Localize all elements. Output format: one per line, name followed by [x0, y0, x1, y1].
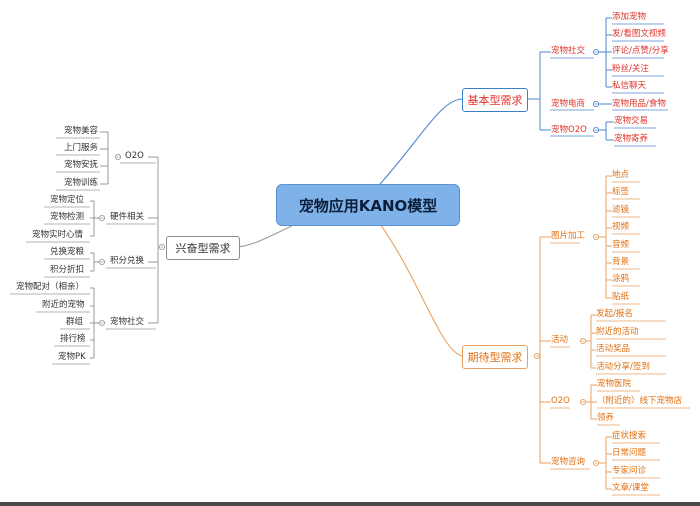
group-pet-ecommerce[interactable]: 宠物电商 — [551, 99, 586, 109]
group-pet-consult[interactable]: 宠物咨询 — [551, 457, 586, 467]
leaf-item[interactable]: 群组 — [66, 317, 84, 327]
leaf-item[interactable]: 文章/课堂 — [612, 483, 649, 493]
group-points-redeem[interactable]: 积分兑换 — [110, 256, 145, 266]
branch-exciting-needs[interactable]: 兴奋型需求 — [166, 236, 240, 260]
group-o2o-exciting[interactable]: O2O — [125, 151, 144, 161]
leaf-item[interactable]: 涂鸦 — [612, 274, 630, 284]
leaf-item[interactable]: 日常问题 — [612, 448, 647, 458]
leaf-item[interactable]: 粉丝/关注 — [612, 64, 649, 74]
leaf-item[interactable]: 宠物用品/食物 — [612, 99, 666, 109]
leaf-item[interactable]: 发/看图文视频 — [612, 29, 666, 39]
leaf-item[interactable]: 宠物美容 — [64, 126, 99, 136]
group-pet-social[interactable]: 宠物社交 — [551, 46, 586, 56]
leaf-item[interactable]: 宠物训练 — [64, 178, 99, 188]
group-pet-o2o[interactable]: 宠物O2O — [551, 125, 587, 135]
leaf-item[interactable]: 滤镜 — [612, 205, 630, 215]
root-topic[interactable]: 宠物应用KANO模型 — [276, 184, 460, 226]
leaf-item[interactable]: 活动奖品 — [596, 344, 631, 354]
group-pet-social-exciting[interactable]: 宠物社交 — [110, 317, 145, 327]
leaf-item[interactable]: 宠物实时心情 — [32, 230, 84, 240]
leaf-item[interactable]: 专家问诊 — [612, 466, 647, 476]
leaf-item[interactable]: 活动分享/签到 — [596, 362, 650, 372]
leaf-item[interactable]: 添加宠物 — [612, 12, 647, 22]
leaf-item[interactable]: 贴纸 — [612, 292, 630, 302]
leaf-item[interactable]: 宠物定位 — [50, 195, 85, 205]
group-hardware[interactable]: 硬件相关 — [110, 212, 145, 222]
leaf-item[interactable]: 宠物PK — [58, 352, 86, 362]
leaf-item[interactable]: 宠物寄养 — [614, 134, 649, 144]
branch-basic-needs[interactable]: 基本型需求 — [462, 88, 528, 112]
leaf-item[interactable]: 宠物安抚 — [64, 160, 99, 170]
leaf-item[interactable]: 兑换宠粮 — [50, 247, 85, 257]
leaf-item[interactable]: 附近的活动 — [596, 327, 639, 337]
leaf-item[interactable]: 宠物检测 — [50, 212, 85, 222]
leaf-item[interactable]: 领养 — [597, 413, 615, 423]
leaf-item[interactable]: 症状搜索 — [612, 431, 647, 441]
leaf-item[interactable]: 积分折扣 — [50, 265, 85, 275]
group-image-edit[interactable]: 图片加工 — [551, 231, 586, 241]
leaf-item[interactable]: 附近的宠物 — [42, 300, 85, 310]
leaf-item[interactable]: 宠物交易 — [614, 116, 649, 126]
leaf-item[interactable]: 发起/报名 — [596, 309, 633, 319]
leaf-item[interactable]: 视频 — [612, 222, 630, 232]
branch-expected-needs[interactable]: 期待型需求 — [462, 345, 528, 369]
group-o2o-expected[interactable]: O2O — [551, 396, 570, 406]
leaf-item[interactable]: 宠物医院 — [597, 379, 632, 389]
leaf-item[interactable]: 排行榜 — [60, 334, 86, 344]
window-bottom-bar — [0, 502, 700, 506]
leaf-item[interactable]: 私信聊天 — [612, 81, 647, 91]
leaf-item[interactable]: （附近的）线下宠物店 — [597, 396, 683, 406]
leaf-item[interactable]: 地点 — [612, 170, 630, 180]
leaf-item[interactable]: 背景 — [612, 257, 630, 267]
leaf-item[interactable]: 标签 — [612, 187, 630, 197]
leaf-item[interactable]: 上门服务 — [64, 143, 99, 153]
leaf-item[interactable]: 音频 — [612, 240, 630, 250]
leaf-item[interactable]: 宠物配对（相亲） — [16, 282, 85, 292]
leaf-item[interactable]: 评论/点赞/分享 — [612, 46, 669, 56]
group-activity[interactable]: 活动 — [551, 335, 569, 345]
